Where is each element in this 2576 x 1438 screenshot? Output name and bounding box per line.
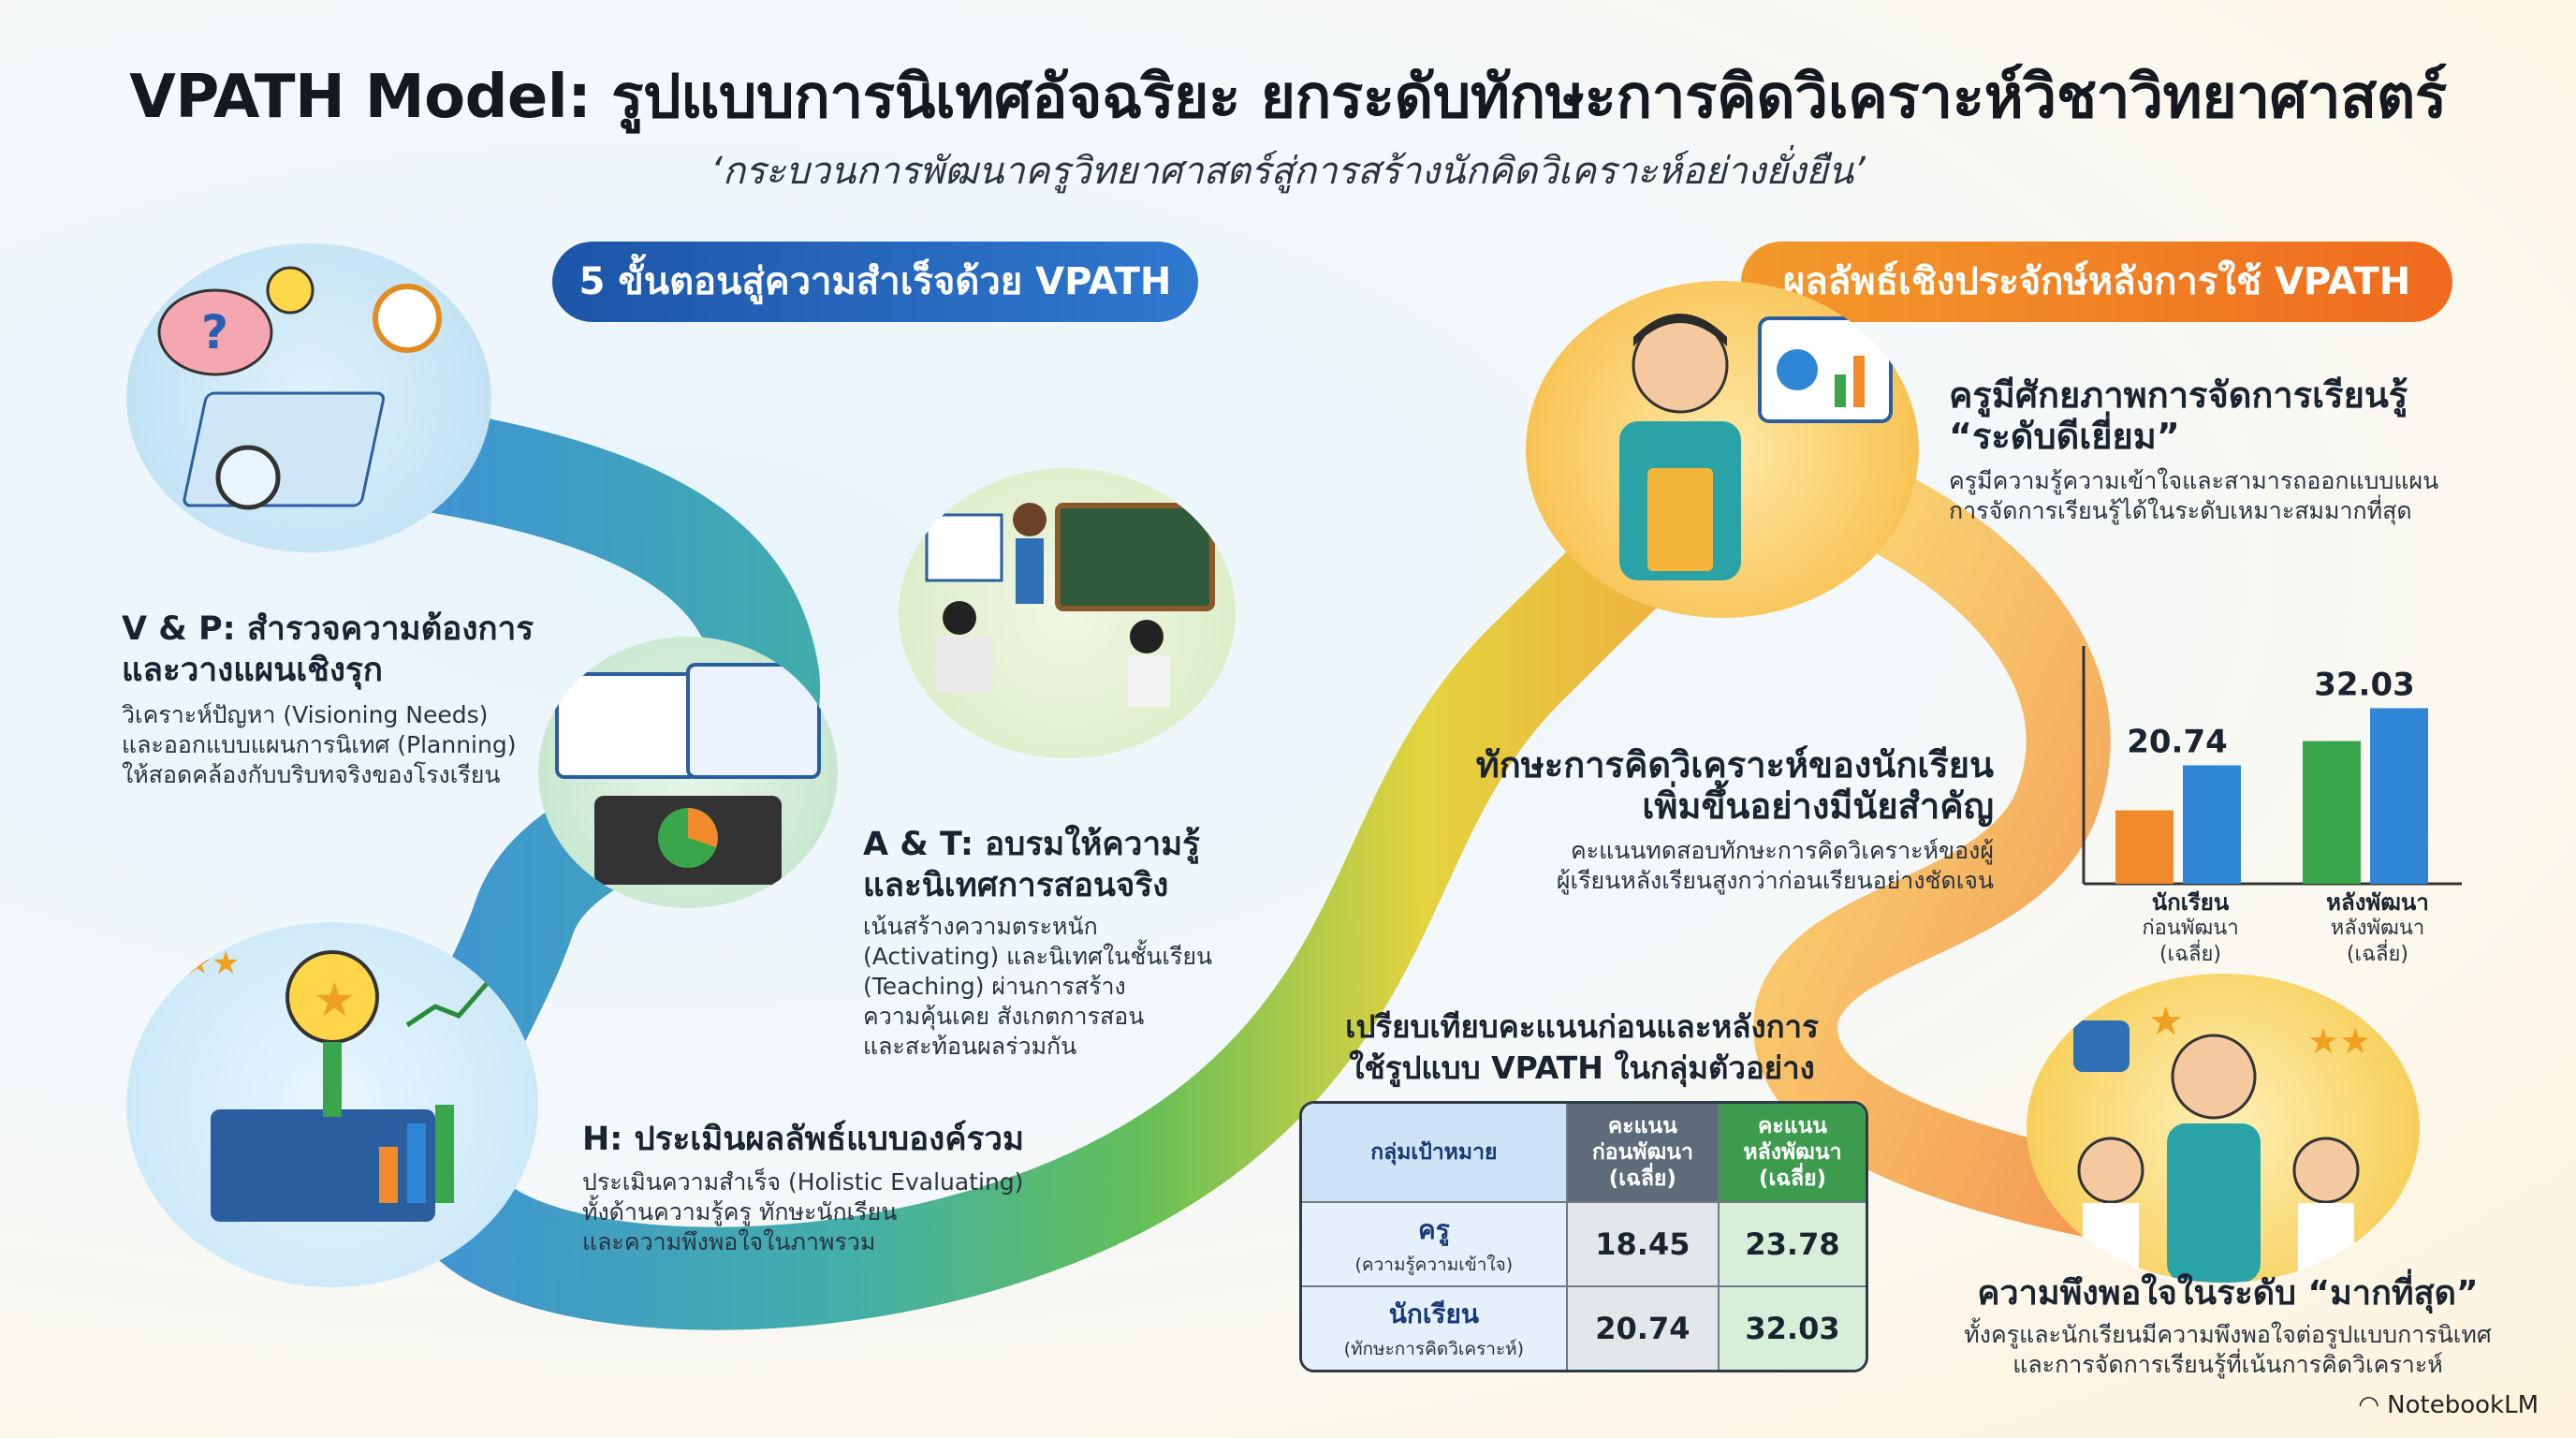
page-title: VPATH Model: รูปแบบการนิเทศอัจฉริยะ ยกระ…: [129, 63, 2447, 132]
step-at: A & T: อบรมให้ความรู้ และนิเทศการสอนจริง…: [863, 824, 1266, 1062]
lightbulb-icon: [266, 266, 315, 315]
notebooklm-icon: ◠: [2358, 1391, 2388, 1419]
notebooklm-logo: ◠ NotebookLM: [2358, 1391, 2539, 1419]
student-result-title-1: ทักษะการคิดวิเคราะห์ของนักเรียน: [1475, 744, 1994, 785]
score-bar-chart: 20.74 32.03: [2082, 646, 2462, 886]
chart-bar: [2303, 741, 2361, 884]
col-before-line3: (เฉลี่ย): [1608, 1167, 1676, 1191]
planning-illustration: ?: [126, 243, 491, 552]
col-after-line3: (เฉลี่ย): [1758, 1167, 1827, 1191]
col-header-before: คะแนน ก่อนพัฒนา (เฉลี่ย): [1565, 1104, 1719, 1201]
results-heading-pill: ผลลัพธ์เชิงประจักษ์หลังการใช้ VPATH: [1741, 242, 2452, 322]
evaluation-illustration: ★ ★★★: [126, 922, 538, 1287]
row-sublabel: (ทักษะการคิดวิเคราะห์): [1343, 1339, 1525, 1359]
row-before-value: 20.74: [1565, 1285, 1719, 1370]
brain-icon: [157, 288, 273, 376]
teacher-result: ครูมีศักยภาพการจัดการเรียนรู้ “ระดับดีเย…: [1949, 374, 2548, 526]
brand-name: NotebookLM: [2387, 1391, 2539, 1419]
step-at-desc-3: (Teaching) ผ่านการสร้าง: [863, 973, 1126, 1000]
chart-bar: [2370, 708, 2428, 884]
chart-bar: [2115, 810, 2174, 884]
satisfaction-result: ความพึงพอใจในระดับ “มากที่สุด” ทั้งครูแล…: [1928, 1273, 2527, 1380]
step-at-title-1: A & T: อบรมให้ความรู้: [863, 826, 1200, 863]
satisfaction-title: ความพึงพอใจในระดับ “มากที่สุด”: [1977, 1274, 2479, 1313]
teacher-result-desc-1: ครูมีความรู้ความเข้าใจและสามารถออกแบบแผน: [1949, 467, 2439, 494]
row-sublabel: (ความรู้ความเข้าใจ): [1354, 1255, 1514, 1275]
step-at-desc-4: ความคุ้นเคย สังเกตการสอน: [863, 1003, 1145, 1030]
step-at-desc-1: เน้นสร้างความตระหนัก: [863, 913, 1098, 940]
step-vp-desc-3: ให้สอดคล้องกับบริบทจริงของโรงเรียน: [122, 761, 501, 788]
training-illustration: [538, 637, 838, 908]
teacher-result-title-1: ครูมีศักยภาพการจัดการเรียนรู้: [1949, 374, 2408, 416]
row-after-value: 32.03: [1718, 1285, 1866, 1370]
row-label: ครู: [1417, 1214, 1450, 1245]
student-result: ทักษะการคิดวิเคราะห์ของนักเรียน เพิ่มขึ้…: [1348, 744, 1994, 896]
steps-heading-pill: 5 ขั้นตอนสู่ความสำเร็จด้วย VPATH: [552, 242, 1198, 322]
step-vp-desc-2: และออกแบบแผนการนิเทศ (Planning): [122, 731, 517, 758]
satisfaction-desc-2: และการจัดการเรียนรู้ที่เน้นการคิดวิเคราะ…: [2012, 1351, 2443, 1378]
student-result-desc-1: คะแนนทดสอบทักษะการคิดวิเคราะห์ของผู้: [1570, 837, 1994, 864]
comparison-heading-1: เปรียบเทียบคะแนนก่อนและหลังการ: [1345, 1008, 1819, 1045]
comparison-heading-2: ใช้รูปแบบ VPATH ในกลุ่มตัวอย่าง: [1349, 1049, 1815, 1086]
satisfaction-desc-1: ทั้งครูและนักเรียนมีความพึงพอใจต่อรูปแบบ…: [1964, 1321, 2492, 1348]
step-at-title-2: และนิเทศการสอนจริง: [863, 867, 1169, 904]
step-h-desc-1: ประเมินความสำเร็จ (Holistic Evaluating): [582, 1168, 1024, 1196]
chart-category-2: หลังพัฒนา หลังพัฒนา (เฉลี่ย): [2284, 889, 2471, 968]
svg-text:?: ?: [201, 305, 228, 360]
teacher-result-title-2: “ระดับดีเยี่ยม”: [1949, 416, 2180, 457]
step-vp-title-1: V & P: สำรวจความต้องการ: [122, 610, 534, 648]
teacher-illustration: [1526, 281, 1919, 618]
student-result-title-2: เพิ่มขึ้นอย่างมีนัยสำคัญ: [1642, 785, 1994, 827]
step-vp: V & P: สำรวจความต้องการ และวางแผนเชิงรุก…: [122, 609, 608, 790]
comparison-table: กลุ่มเป้าหมาย คะแนน ก่อนพัฒนา (เฉลี่ย) ค…: [1299, 1101, 1868, 1372]
compass-icon: [373, 284, 442, 353]
col-header-after: คะแนน หลังพัฒนา (เฉลี่ย): [1718, 1104, 1866, 1201]
table-row: ครู (ความรู้ความเข้าใจ) 18.45 23.78: [1302, 1201, 1866, 1285]
step-vp-title-2: และวางแผนเชิงรุก: [122, 652, 383, 689]
row-after-value: 23.78: [1718, 1201, 1866, 1285]
col-header-group: กลุ่มเป้าหมาย: [1302, 1104, 1566, 1201]
student-result-desc-2: ผู้เรียนหลังเรียนสูงกว่าก่อนเรียนอย่างชั…: [1556, 867, 1994, 894]
table-header-row: กลุ่มเป้าหมาย คะแนน ก่อนพัฒนา (เฉลี่ย) ค…: [1302, 1104, 1866, 1201]
row-label-cell: ครู (ความรู้ความเข้าใจ): [1302, 1201, 1566, 1285]
comparison-heading: เปรียบเทียบคะแนนก่อนและหลังการ ใช้รูปแบบ…: [1301, 1006, 1863, 1089]
row-before-value: 18.45: [1565, 1201, 1719, 1285]
satisfaction-illustration: ★ ★★: [2027, 974, 2420, 1283]
step-at-desc-2: (Activating) และนิเทศในชั้นเรียน: [863, 943, 1213, 970]
step-h-desc-2: ทั้งด้านความรู้ครู ทักษะนักเรียน: [582, 1198, 898, 1225]
col-after-line2: หลังพัฒนา: [1743, 1140, 1842, 1165]
chart-cat1-line3: (เฉลี่ย): [2159, 943, 2222, 966]
chart-cat1-line1: นักเรียน: [2151, 889, 2230, 916]
svg-text:★: ★: [2148, 998, 2184, 1044]
row-label: นักเรียน: [1388, 1299, 1479, 1329]
chart-cat1-line2: ก่อนพัฒนา: [2142, 917, 2239, 940]
chart-cat2-line1: หลังพัฒนา: [2326, 889, 2429, 916]
chart-value-label: 20.74: [2127, 723, 2228, 760]
table-row: นักเรียน (ทักษะการคิดวิเคราะห์) 20.74 32…: [1302, 1285, 1866, 1370]
thumbs-up-icon: [2073, 1020, 2130, 1072]
col-before-line2: ก่อนพัฒนา: [1591, 1140, 1693, 1165]
chart-value-label: 32.03: [2314, 666, 2415, 703]
page-subtitle: ‘กระบวนการพัฒนาครูวิทยาศาสตร์สู่การสร้าง…: [710, 150, 1866, 193]
col-before-line1: คะแนน: [1607, 1114, 1677, 1138]
step-at-desc-5: และสะท้อนผลร่วมกัน: [863, 1033, 1077, 1060]
classroom-illustration: [899, 468, 1236, 758]
step-vp-desc-1: วิเคราะห์ปัญหา (Visioning Needs): [122, 701, 489, 728]
chart-bar: [2183, 765, 2241, 884]
chart-cat2-line3: (เฉลี่ย): [2346, 943, 2409, 966]
step-h-desc-3: และความพึงพอใจในภาพรวม: [582, 1228, 876, 1255]
row-label-cell: นักเรียน (ทักษะการคิดวิเคราะห์): [1302, 1285, 1566, 1370]
star-icon: ★★: [2307, 1020, 2371, 1062]
chart-category-1: นักเรียน ก่อนพัฒนา (เฉลี่ย): [2097, 889, 2284, 968]
magnifier-icon: [215, 445, 281, 510]
step-h-title: H: ประเมินผลลัพธ์แบบองค์รวม: [582, 1121, 1025, 1158]
chart-cat2-line2: หลังพัฒนา: [2330, 917, 2425, 940]
svg-text:★: ★: [314, 973, 356, 1027]
step-h: H: ประเมินผลลัพธ์แบบองค์รวม ประเมินความส…: [582, 1119, 1144, 1257]
col-after-line1: คะแนน: [1758, 1114, 1828, 1138]
teacher-result-desc-2: การจัดการเรียนรู้ได้ในระดับเหมาะสมมากที่…: [1949, 497, 2412, 524]
